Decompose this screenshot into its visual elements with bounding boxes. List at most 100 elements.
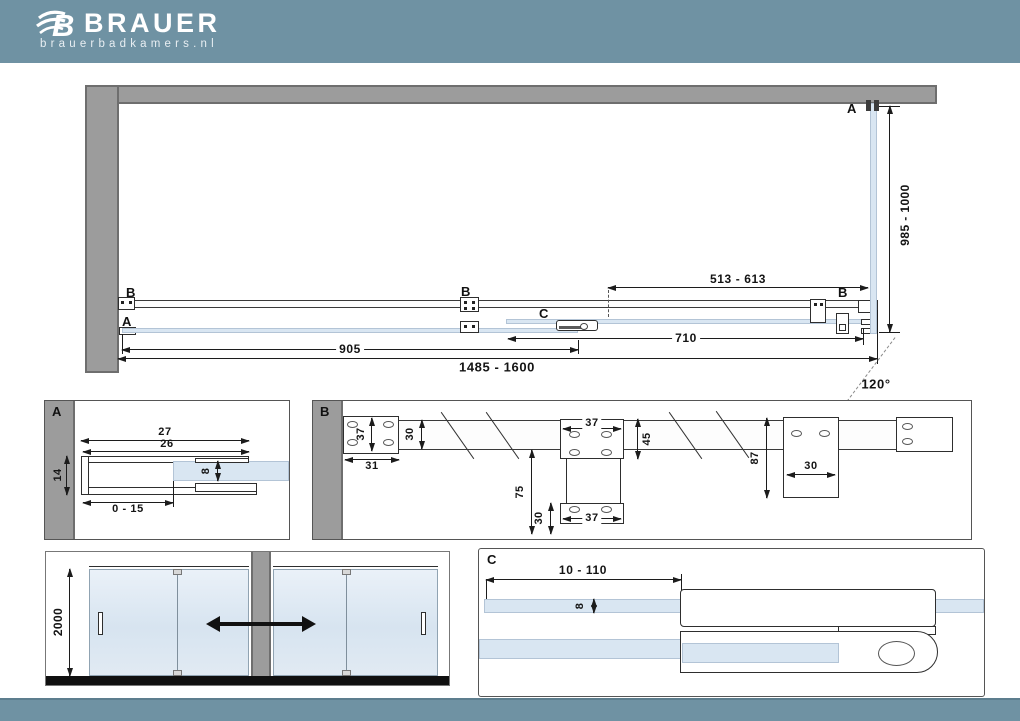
front-view-box: 2000 (45, 551, 450, 686)
plan-wall-top (85, 85, 937, 104)
detail-b-corner-w-line (786, 471, 836, 478)
detail-c-lower-glass (479, 639, 681, 659)
detail-b-end-plate (896, 417, 953, 452)
detail-b-plate-w-line (344, 456, 400, 463)
detail-b-drop-line (528, 449, 535, 535)
detail-b-arm (566, 459, 567, 503)
dim-line-depth (886, 105, 893, 333)
bracket-dot (464, 307, 467, 310)
plan-label-b-mid: B (461, 284, 471, 299)
plan-label-b-left: B (126, 285, 136, 300)
detail-c-range: 10 - 110 (558, 563, 608, 577)
plan-wall-left (85, 85, 119, 373)
detail-b-rail-h: 30 (404, 427, 416, 441)
detail-a-dim26-line (82, 448, 250, 455)
detail-a-dim27-line (80, 437, 250, 444)
detail-c-lower-clamp-glass (682, 643, 839, 663)
detail-a-wall (45, 401, 75, 539)
bracket-dot (814, 303, 817, 306)
detail-a-dim14: 14 (52, 468, 64, 482)
detail-a-clamp-bottom (195, 483, 257, 492)
plan-label-a-top: A (847, 101, 857, 116)
detail-c-box: C 10 - 110 8 (478, 548, 985, 697)
extension-line (122, 334, 123, 354)
detail-b-corner-h-line (763, 417, 770, 499)
detail-a-dim27: 27 (158, 426, 172, 438)
detail-b-corner-plate (783, 417, 839, 498)
bracket-dot (472, 301, 475, 304)
extension-line (681, 574, 682, 592)
screw-hole (347, 439, 358, 446)
front-left-rail (89, 566, 249, 567)
brand-domain: brauerbadkamers.nl (40, 38, 218, 50)
detail-c-glass: 8 (574, 602, 586, 610)
detail-b-arm (620, 459, 621, 503)
screw-hole (569, 431, 580, 438)
bracket-dot (464, 325, 467, 328)
bracket-dot (129, 301, 132, 304)
detail-c-label: C (487, 552, 497, 567)
panel-connector (173, 569, 182, 575)
screw-hole (601, 506, 612, 513)
detail-c-range-line (485, 576, 682, 583)
detail-b-corner-w: 30 (804, 460, 818, 472)
front-right-rail (273, 566, 438, 567)
dim-label-total: 1485 - 1600 (459, 359, 535, 375)
extension-line (608, 290, 609, 317)
front-right-divider (346, 569, 347, 676)
detail-b-top-w: 37 (582, 417, 602, 429)
plan-wall-bracket-left (118, 297, 135, 310)
screw-hole (383, 439, 394, 446)
extension-line (877, 310, 878, 364)
screw-hole (902, 423, 913, 430)
plan-side-panel-bracket (866, 100, 871, 111)
dim-label-opening: 513 - 613 (709, 272, 767, 286)
screw-hole (601, 431, 612, 438)
screw-hole (347, 421, 358, 428)
detail-b-bottom-h: 30 (533, 511, 545, 525)
detail-c-upper-glass-right (935, 599, 984, 613)
extension-line (863, 328, 864, 345)
detail-c-upper-clamp (680, 589, 936, 627)
detail-a-adjust-line (82, 499, 174, 506)
footer-bar (0, 698, 1020, 721)
dim-label-door: 710 (672, 331, 700, 345)
extension-line (879, 332, 900, 333)
screw-hole (383, 421, 394, 428)
extension-line (173, 481, 174, 507)
bracket-dot (472, 307, 475, 310)
plan-side-panel-glass (870, 103, 877, 334)
detail-b-box: B 37 31 30 37 45 37 (312, 400, 972, 540)
front-left-divider (177, 569, 178, 676)
plan-label-b-right: B (838, 285, 848, 300)
dim-label-fixed: 905 (336, 342, 364, 356)
detail-a-clamp-top (195, 458, 249, 463)
bracket-dot (464, 301, 467, 304)
screw-hole (569, 506, 580, 513)
detail-b-plate-w: 31 (362, 460, 382, 472)
front-left-handle (98, 612, 103, 635)
detail-b-bottom-w: 37 (582, 512, 602, 524)
detail-a-dim26: 26 (160, 438, 174, 450)
screw-hole (569, 449, 580, 456)
front-right-handle (421, 612, 426, 635)
detail-c-glass-line (590, 598, 597, 614)
dim-line-total (117, 355, 878, 362)
plan-label-a-left: A (122, 314, 132, 329)
detail-a-glass (173, 461, 289, 481)
slide-direction-arrow (206, 616, 316, 632)
extension-line (486, 579, 487, 601)
brauer-logo-icon: B (34, 8, 84, 45)
plan-handle-knob (580, 323, 588, 330)
detail-a-dim14-line (63, 455, 70, 496)
plan-door-handle (556, 320, 598, 331)
plan-side-panel-bracket (874, 100, 879, 111)
detail-b-bottom-h-line (547, 502, 554, 535)
panel-connector (342, 569, 351, 575)
detail-a-dim8-line (214, 460, 221, 482)
detail-a-box: A 27 26 14 8 0 - 15 (44, 400, 290, 540)
detail-b-plate-h-line (368, 417, 375, 452)
angle-dashed-line (846, 337, 896, 402)
bracket-dot (121, 301, 124, 304)
